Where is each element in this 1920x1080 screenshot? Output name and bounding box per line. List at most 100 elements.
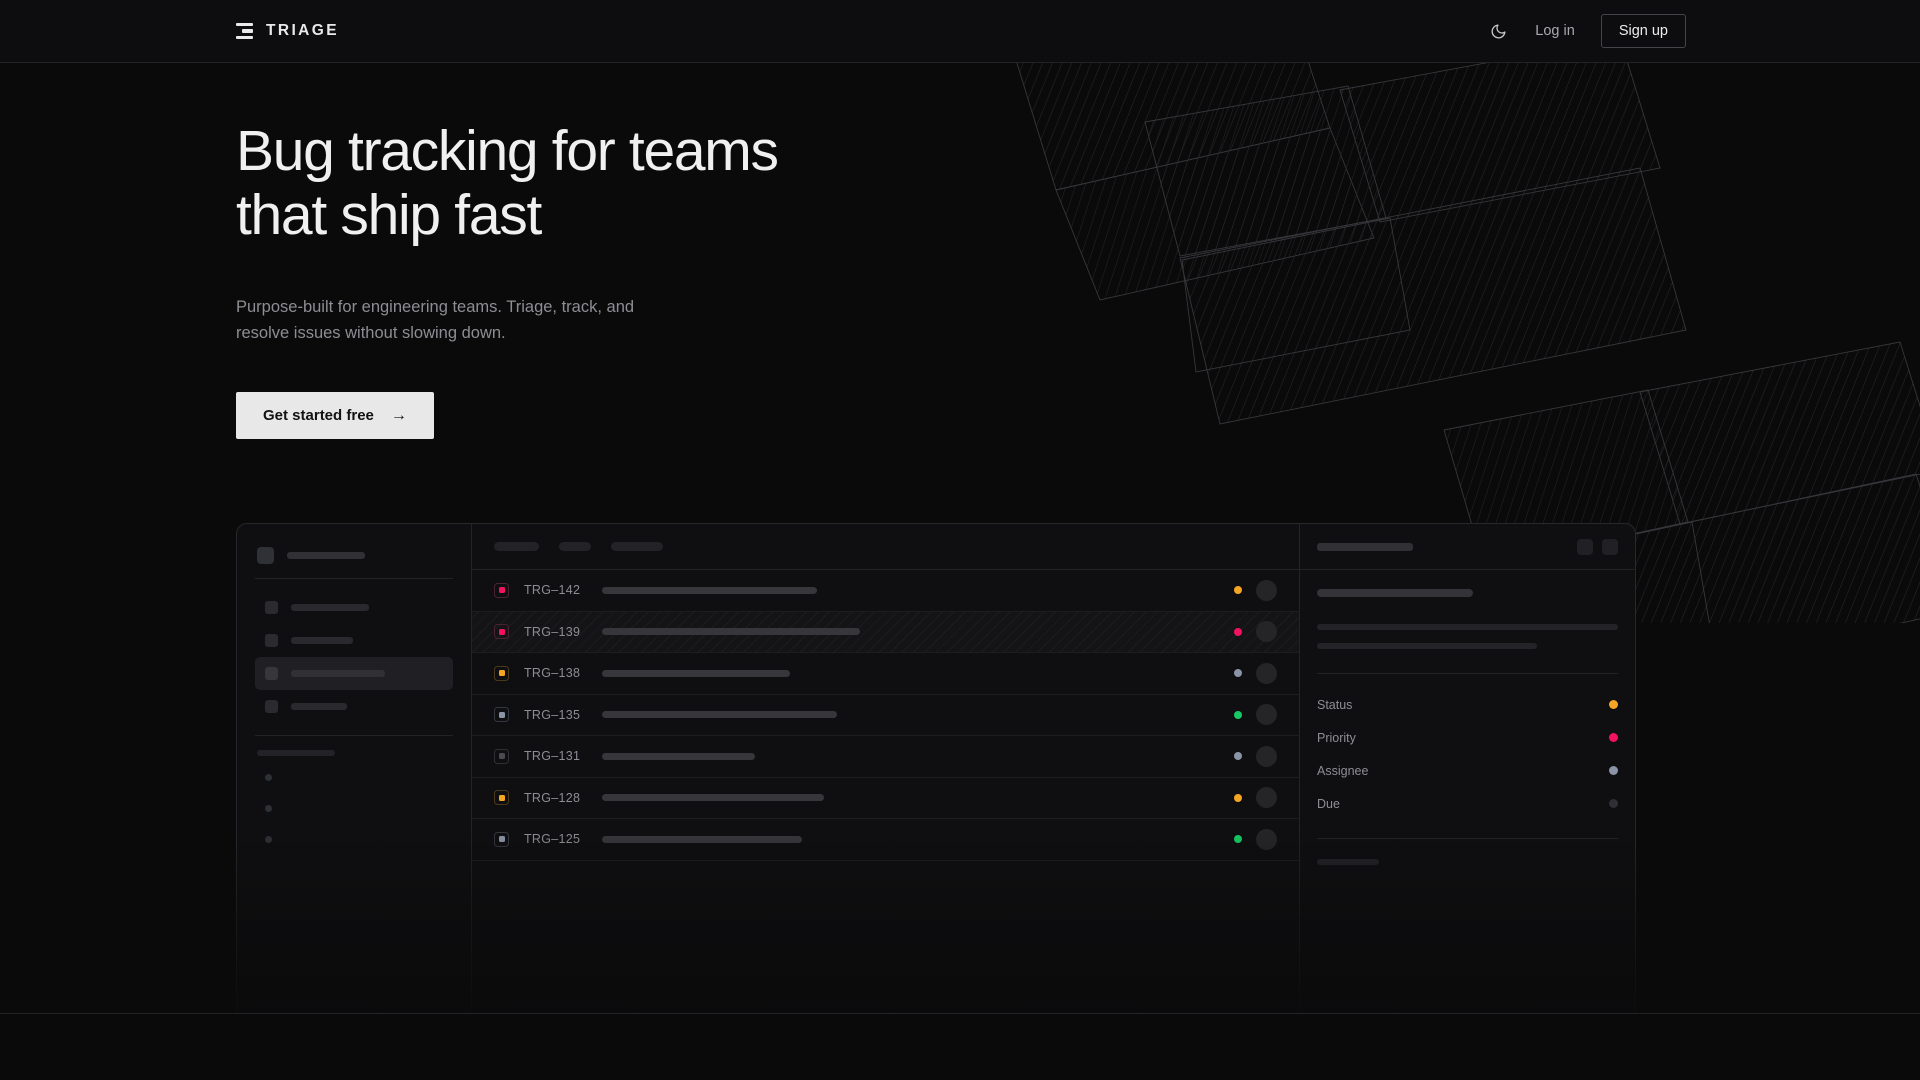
- status-dot[interactable]: [1234, 752, 1242, 761]
- detail-title-placeholder: [1317, 542, 1413, 551]
- sidebar-item-nav-active[interactable]: [255, 657, 453, 690]
- sidebar-mini-dot: [265, 774, 272, 781]
- sidebar-section-label: [257, 750, 335, 756]
- brand-logo[interactable]: TRIAGE: [236, 22, 339, 40]
- issue-row[interactable]: TRG–139: [472, 611, 1299, 653]
- issue-row[interactable]: TRG–125: [472, 819, 1299, 861]
- signup-button[interactable]: Sign up: [1600, 14, 1686, 48]
- issue-title-placeholder: [602, 711, 837, 719]
- detail-meta-row[interactable]: Assignee: [1317, 754, 1618, 787]
- sidebar-mini-items: [255, 762, 453, 855]
- issue-row-meta: [1234, 621, 1277, 643]
- issue-row[interactable]: TRG–131: [472, 736, 1299, 778]
- detail-panel-header: [1300, 524, 1635, 570]
- page-bottom-rule: [0, 1013, 1920, 1014]
- list-toolbar: [472, 524, 1299, 570]
- moon-icon[interactable]: [1487, 20, 1509, 42]
- issue-row-meta: [1234, 828, 1277, 850]
- detail-meta-row[interactable]: Due: [1317, 787, 1618, 820]
- issue-row[interactable]: TRG–128: [472, 778, 1299, 819]
- sidebar-item-label: [291, 637, 353, 644]
- detail-meta-row[interactable]: Status: [1317, 688, 1618, 721]
- avatar[interactable]: [1256, 745, 1277, 767]
- issue-title-placeholder: [602, 835, 802, 843]
- issue-row[interactable]: TRG–142: [472, 570, 1299, 612]
- priority-indicator[interactable]: [494, 624, 509, 640]
- priority-indicator[interactable]: [494, 665, 509, 681]
- status-dot[interactable]: [1234, 710, 1242, 719]
- priority-indicator[interactable]: [494, 790, 509, 806]
- sidebar-mini-item[interactable]: [255, 824, 453, 855]
- issue-key: TRG–135: [524, 707, 581, 722]
- avatar[interactable]: [1256, 621, 1277, 643]
- more-icon[interactable]: [1602, 538, 1618, 555]
- edit-icon[interactable]: [1577, 538, 1593, 555]
- sidebar-nav: [255, 591, 453, 723]
- issue-key: TRG–138: [524, 666, 581, 681]
- filter-pill[interactable]: [559, 542, 591, 551]
- sidebar-mini-dot: [265, 805, 272, 812]
- get-started-button[interactable]: Get started free →: [236, 392, 434, 440]
- brand-name: TRIAGE: [266, 22, 339, 39]
- site-header: TRIAGE Log in Sign up: [0, 0, 1920, 63]
- detail-meta-label: Status: [1317, 697, 1353, 712]
- status-dot[interactable]: [1234, 669, 1242, 678]
- status-dot[interactable]: [1234, 835, 1242, 844]
- login-link[interactable]: Log in: [1535, 23, 1575, 39]
- filter-pill[interactable]: [611, 542, 663, 551]
- issue-row-meta: [1234, 704, 1277, 726]
- detail-meta-label: Assignee: [1317, 763, 1369, 778]
- detail-meta-value-dot[interactable]: [1609, 766, 1618, 775]
- detail-issue-title-placeholder: [1317, 589, 1473, 597]
- sidebar-divider-bottom: [255, 735, 453, 736]
- sidebar-mini-item[interactable]: [255, 793, 453, 824]
- issue-row[interactable]: TRG–135: [472, 695, 1299, 736]
- avatar[interactable]: [1256, 662, 1277, 684]
- sidebar-item-nav-backlog[interactable]: [255, 690, 453, 723]
- avatar[interactable]: [1256, 579, 1277, 601]
- avatar[interactable]: [1256, 828, 1277, 850]
- workspace-switcher[interactable]: [255, 538, 453, 578]
- priority-indicator[interactable]: [494, 748, 509, 764]
- priority-indicator[interactable]: [494, 582, 509, 598]
- detail-meta-value-dot[interactable]: [1609, 733, 1618, 742]
- detail-meta-row[interactable]: Priority: [1317, 721, 1618, 754]
- status-dot[interactable]: [1234, 793, 1242, 802]
- avatar[interactable]: [1256, 704, 1277, 726]
- status-dot[interactable]: [1234, 627, 1242, 636]
- filter-pill[interactable]: [494, 542, 539, 551]
- sidebar-item-label: [291, 703, 347, 710]
- avatar[interactable]: [1256, 787, 1277, 809]
- hero-section: Bug tracking for teams that ship fast Pu…: [236, 119, 779, 440]
- issue-title-placeholder: [602, 752, 755, 760]
- sidebar-item-icon: [265, 634, 278, 647]
- issue-key: TRG–128: [524, 790, 581, 805]
- comments-list: [1317, 865, 1618, 917]
- detail-meta-label: Priority: [1317, 730, 1356, 745]
- sidebar-item-nav-inbox[interactable]: [255, 591, 453, 624]
- sidebar-item-nav-issues[interactable]: [255, 624, 453, 657]
- cta-label: Get started free: [263, 407, 374, 425]
- sidebar-mini-item[interactable]: [255, 762, 453, 793]
- preview-sidebar: [237, 524, 472, 1012]
- issue-title-placeholder: [602, 669, 790, 677]
- sidebar-item-label: [291, 670, 385, 677]
- issue-row-meta: [1234, 745, 1277, 767]
- sidebar-item-icon: [265, 667, 278, 680]
- issue-title-placeholder: [602, 628, 860, 636]
- detail-meta-value-dot[interactable]: [1609, 799, 1618, 808]
- status-dot[interactable]: [1234, 586, 1242, 595]
- detail-meta-value-dot[interactable]: [1609, 700, 1618, 709]
- priority-indicator[interactable]: [494, 707, 509, 723]
- priority-indicator[interactable]: [494, 831, 509, 847]
- hero-subtitle: Purpose-built for engineering teams. Tri…: [236, 297, 635, 343]
- detail-meta-label: Due: [1317, 796, 1340, 811]
- issue-row[interactable]: TRG–138: [472, 653, 1299, 695]
- workspace-avatar: [257, 547, 274, 564]
- issue-title-placeholder: [602, 586, 817, 594]
- sidebar-mini-dot: [265, 836, 272, 843]
